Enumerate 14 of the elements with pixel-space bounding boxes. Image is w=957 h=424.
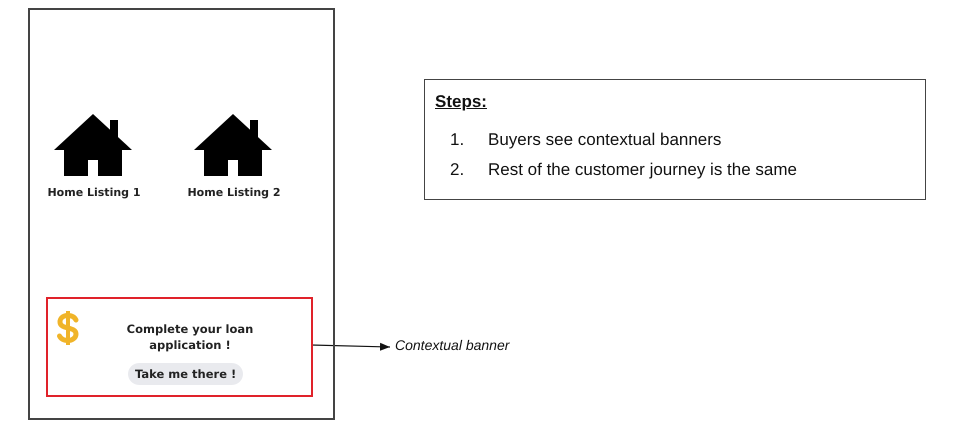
annotation-text: Contextual banner [395,337,510,353]
step-number: 2. [450,160,464,180]
step-text: Rest of the customer journey is the same [488,160,797,180]
step-number: 1. [450,130,464,150]
phone-frame [28,8,335,420]
contextual-banner [46,297,313,397]
step-text: Buyers see contextual banners [488,130,722,150]
home-label: Home Listing 1 [46,185,142,201]
take-me-there-button: Take me there ! [128,363,244,385]
home-label: Home Listing 2 [186,185,282,201]
steps-box [424,79,926,200]
steps-heading: Steps: [435,92,487,112]
banner-text: Complete your loan application ! [126,321,254,353]
arrow [310,342,390,351]
